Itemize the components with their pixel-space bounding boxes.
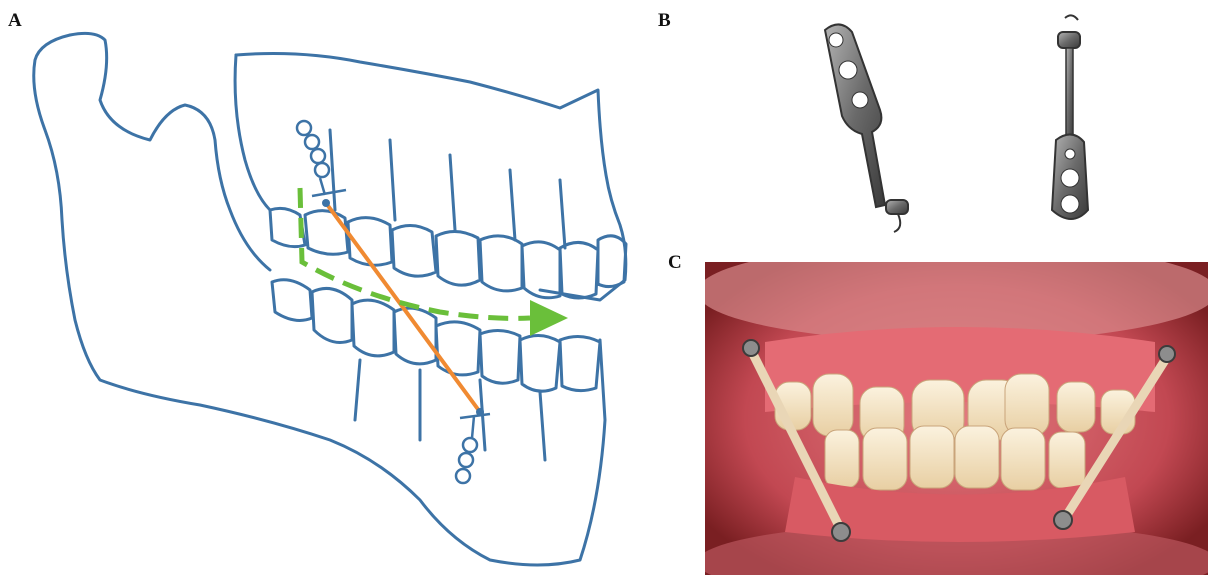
mandible-outline (70, 33, 270, 270)
intraoral-photo (705, 262, 1208, 575)
bone-plates (780, 0, 1120, 250)
panel-label-b: B (658, 10, 671, 32)
elastic-line (326, 203, 480, 412)
anchor-plate-right (1052, 15, 1088, 219)
upper-anchor-plate (297, 121, 346, 196)
maxilla-outline (236, 54, 626, 300)
upper-teeth (270, 208, 626, 298)
upper-teeth-photo (775, 374, 1135, 442)
panel-label-c: C (668, 252, 682, 274)
arrow-head-icon (530, 300, 568, 336)
jaw-drawing (0, 0, 650, 575)
anchor-plate-left (825, 24, 908, 232)
